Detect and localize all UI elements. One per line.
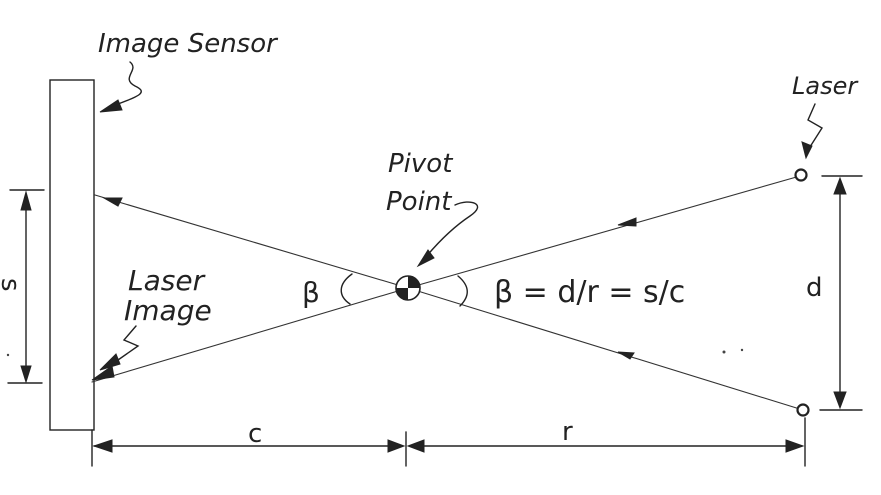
r-arrow-right	[785, 439, 805, 453]
s-arrow-bottom	[20, 365, 32, 384]
pivot-pointer	[424, 201, 479, 259]
pivot-label-line1: Pivot	[388, 149, 453, 179]
stray-dot-1	[722, 350, 726, 354]
arrow-lower-ray	[91, 365, 115, 381]
d-arrow-bottom	[833, 391, 847, 410]
laser-label: Laser	[792, 72, 859, 100]
laser-image-pointer	[117, 325, 140, 361]
ray-laser-bottom	[407, 287, 804, 411]
laser-arrowhead	[801, 141, 813, 160]
beta-right-arc	[457, 275, 468, 307]
c-label: c	[248, 419, 262, 449]
image-sensor-pointer	[117, 61, 142, 105]
s-label: s	[0, 278, 25, 292]
laser-bottom-emitter	[796, 403, 810, 417]
r-arrow-left	[406, 439, 425, 453]
s-arrow-top	[20, 190, 32, 211]
beta-left-arc	[340, 273, 353, 305]
arrow-upper-ray	[102, 197, 123, 207]
pivot-arrowhead	[416, 249, 435, 268]
stray-dot-3	[6, 353, 10, 357]
arrow-top-ray	[617, 217, 637, 227]
beta-left-label: β	[302, 276, 320, 309]
pivot-point-symbol	[395, 275, 421, 301]
c-arrow-left	[92, 439, 113, 453]
image-sensor-label: Image Sensor	[98, 29, 279, 59]
pivot-label-line2: Point	[386, 187, 452, 217]
d-arrow-top	[833, 176, 847, 195]
d-label: d	[806, 273, 823, 303]
laser-image-label-line2: Image	[124, 294, 212, 327]
ray-sensor-lower	[91, 287, 409, 383]
formula-label: β = d/r = s/c	[494, 275, 685, 310]
laser-top-emitter	[794, 168, 808, 182]
ray-sensor-upper	[94, 194, 409, 289]
laser-image-arrowhead	[99, 353, 121, 371]
ray-laser-top	[407, 175, 801, 289]
arrow-bottom-ray	[617, 351, 635, 360]
c-arrow-right	[387, 439, 406, 453]
image-sensor-rect	[49, 79, 95, 431]
stray-dot-2	[740, 348, 744, 352]
laser-image-label-line1: Laser	[128, 264, 206, 297]
image-sensor-arrowhead	[99, 99, 123, 113]
laser-pointer	[807, 103, 823, 151]
r-label: r	[562, 417, 573, 447]
